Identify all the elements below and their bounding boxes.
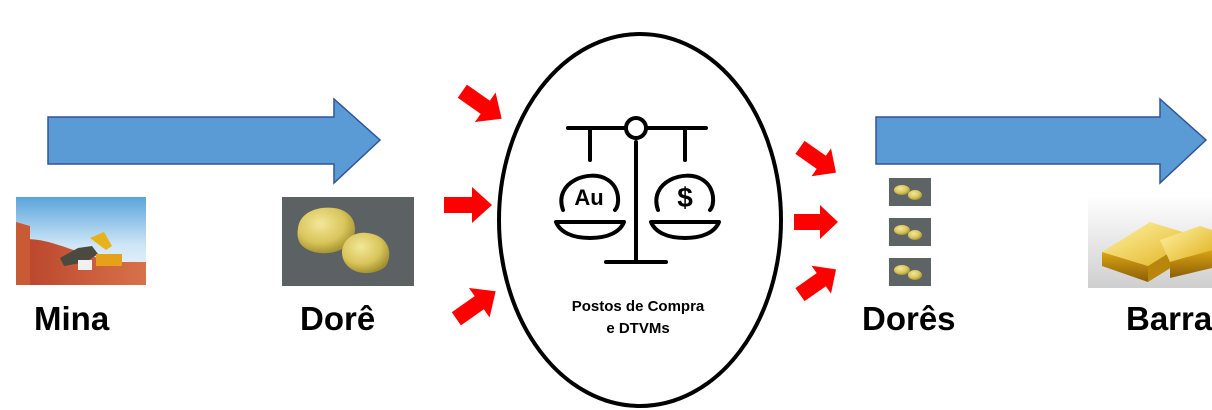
dores-photos xyxy=(889,178,931,286)
dore-photo xyxy=(282,197,414,286)
input-arrow-bottom xyxy=(451,287,496,326)
scale-right-symbol: $ xyxy=(677,182,693,213)
dore-thumb xyxy=(889,178,931,206)
flow-arrow-right xyxy=(875,97,1208,185)
scale-icon xyxy=(554,116,721,264)
stage-label-dores: Dorês xyxy=(862,300,956,337)
center-caption-line2: e DTVMs xyxy=(606,320,670,337)
output-arrow-bottom xyxy=(795,265,837,302)
output-arrow-middle xyxy=(794,205,838,239)
stage-label-mina: Mina xyxy=(34,300,110,337)
flow-arrow-left xyxy=(47,97,382,185)
center-caption: Postos de Compra e DTVMs xyxy=(520,296,756,340)
stage-label-dore: Dorê xyxy=(300,300,376,337)
center-caption-line1: Postos de Compra xyxy=(571,298,705,315)
input-arrow-middle xyxy=(444,187,492,223)
scale-left-symbol: Au xyxy=(574,185,603,210)
dore-thumb xyxy=(889,258,931,286)
dore-thumb xyxy=(889,218,931,246)
input-arrows xyxy=(444,84,502,326)
output-arrows xyxy=(794,140,838,302)
input-arrow-top xyxy=(457,84,502,123)
stage-label-barra: Barra xyxy=(1126,300,1212,337)
center-ellipse xyxy=(497,32,783,408)
gold-bar-photo xyxy=(1088,196,1212,288)
output-arrow-top xyxy=(795,140,837,177)
mine-photo xyxy=(16,197,146,285)
